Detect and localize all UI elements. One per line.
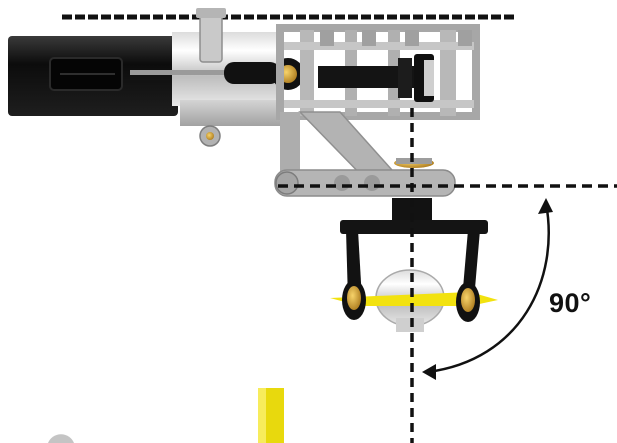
- rod-end-link: [224, 62, 280, 84]
- arrowhead-up-icon: [538, 198, 553, 214]
- arrowhead-left-icon: [422, 364, 436, 380]
- gearbox-frame: [276, 24, 480, 120]
- tail-rotor-blade: [330, 292, 498, 306]
- pushrod: [130, 70, 260, 75]
- angle-label: 90°: [549, 288, 592, 318]
- angle-arc: [427, 202, 550, 374]
